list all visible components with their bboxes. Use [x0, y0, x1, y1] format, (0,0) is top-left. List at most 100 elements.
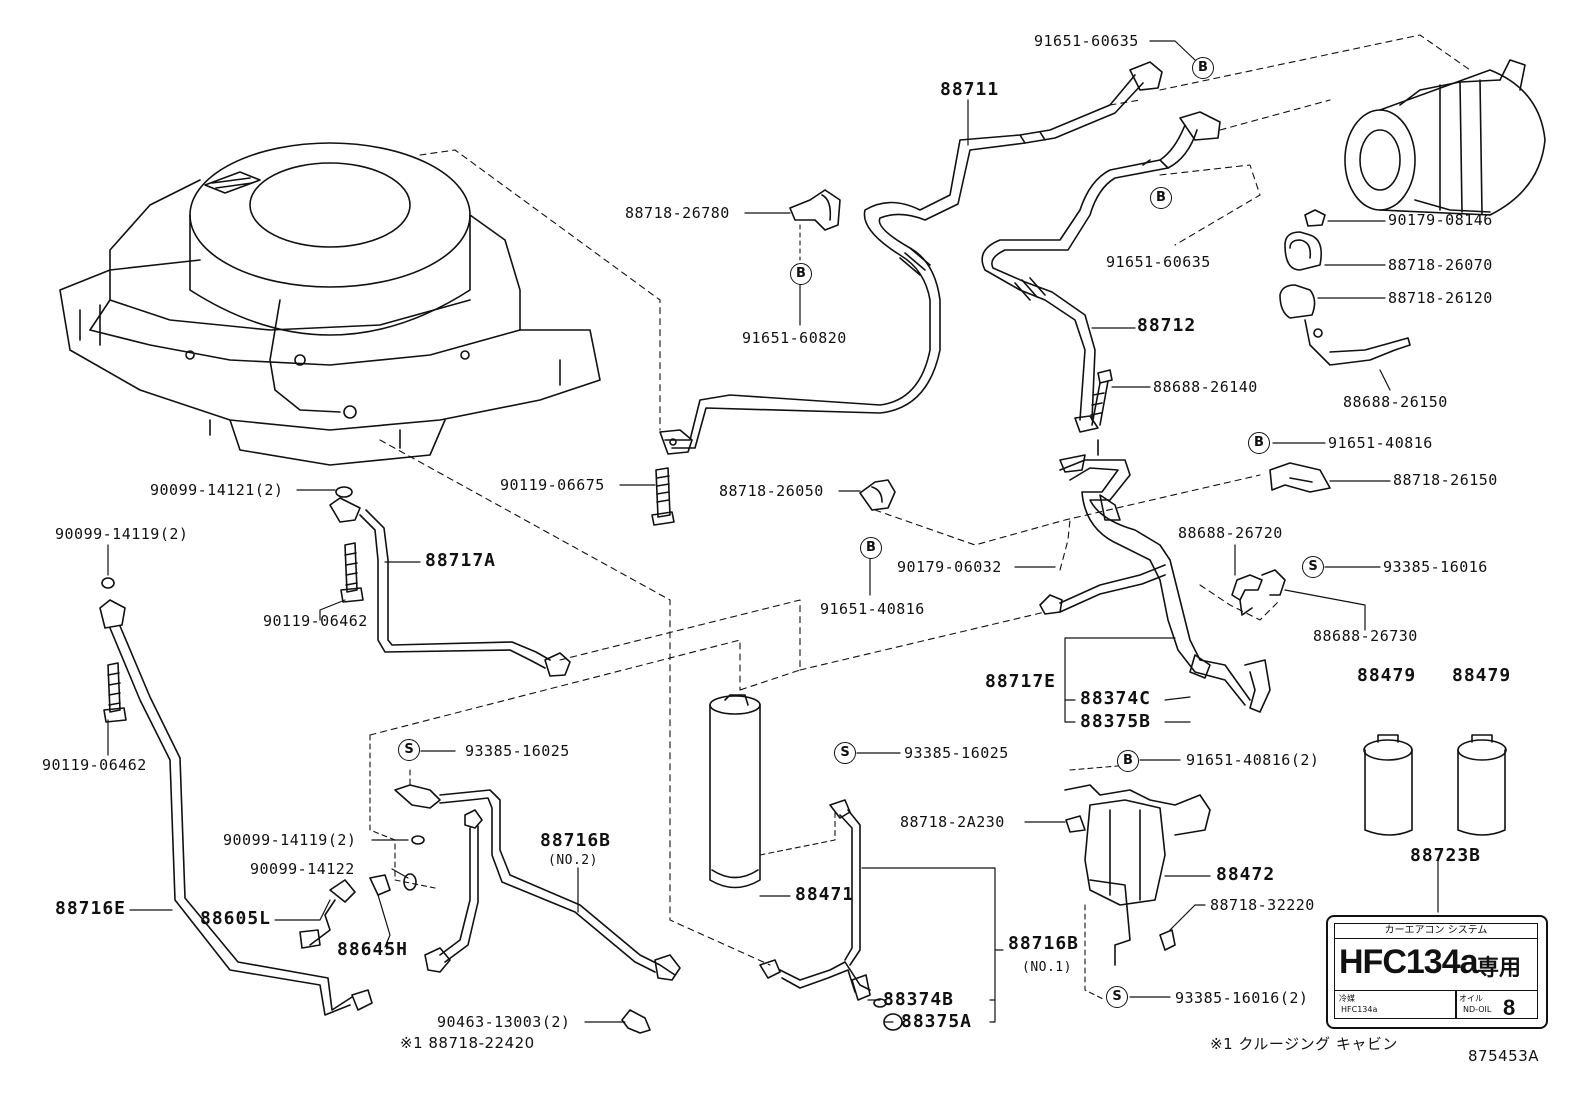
label-90099-14119-left: 90099-14119(2): [55, 525, 189, 543]
marker-s-16016-2: S: [1106, 986, 1128, 1008]
label-88605L: 88605L: [200, 908, 272, 929]
diagram-code: 875453A: [1468, 1047, 1540, 1065]
label-90179-08146: 90179-08146: [1388, 211, 1493, 229]
hose-88711: [659, 61, 1163, 455]
marker-b-60635: B: [1150, 187, 1172, 209]
sticker-exclusive: 専用: [1477, 956, 1522, 981]
valve-assembly: [1039, 439, 1271, 713]
label-88479-b: 88479: [1452, 665, 1512, 686]
bolt-90119-06462-a: [340, 542, 364, 603]
label-93385-16016: 93385-16016: [1383, 558, 1488, 576]
label-88645H: 88645H: [337, 939, 409, 960]
label-88718-32220: 88718-32220: [1210, 896, 1315, 914]
sticker-divider: [1455, 991, 1457, 1019]
sticker-oil-value: ND-OIL: [1463, 1005, 1492, 1014]
clamp-90463-13003: [621, 1009, 651, 1034]
bolt-88688-26140: [1090, 369, 1113, 426]
label-88718-26150: 88718-26150: [1393, 471, 1498, 489]
label-no2: (NO.2): [548, 853, 598, 868]
label-88479-a: 88479: [1357, 665, 1417, 686]
footnote-88718-22420: ※1 88718-22420: [400, 1034, 535, 1052]
hose-88712: [981, 111, 1221, 433]
o-rings: [101, 486, 425, 891]
label-90179-06032: 90179-06032: [897, 558, 1002, 576]
marker-b-26780: B: [790, 263, 812, 285]
label-91651-40816-right: 91651-40816: [1328, 434, 1433, 452]
label-88716B-no2: 88716B: [540, 830, 612, 851]
label-91651-40816-center: 91651-40816: [820, 600, 925, 618]
label-91651-40816-2: 91651-40816(2): [1186, 751, 1320, 769]
label-88718-2A230: 88718-2A230: [900, 813, 1005, 831]
marker-s-16025-left: S: [398, 739, 420, 761]
label-88375B: 88375B: [1080, 711, 1152, 732]
sticker-oil-number: 8: [1503, 995, 1516, 1020]
label-88374C: 88374C: [1080, 688, 1152, 709]
tube-88717A: [329, 497, 571, 677]
label-88717A: 88717A: [425, 550, 497, 571]
label-88688-26720: 88688-26720: [1178, 524, 1283, 542]
bolt-90119-06462-b: [103, 662, 127, 723]
sticker-refrigerant-value: HFC134a: [1341, 1005, 1378, 1014]
compressor: [1344, 59, 1546, 216]
label-90099-14121: 90099-14121(2): [150, 481, 284, 499]
marker-s-16025-center: S: [834, 742, 856, 764]
label-90099-14122: 90099-14122: [250, 860, 355, 878]
label-90463-13003: 90463-13003(2): [437, 1013, 571, 1031]
label-90119-06462-b: 90119-06462: [42, 756, 147, 774]
leader-lines: [107, 40, 1439, 1023]
marker-b-40816-2: B: [1117, 750, 1139, 772]
label-88718-26120: 88718-26120: [1388, 289, 1493, 307]
evaporator-dashed-leaders: [379, 149, 771, 966]
label-91651-60635-mid: 91651-60635: [1106, 253, 1211, 271]
label-90119-06462-a: 90119-06462: [263, 612, 368, 630]
label-88374B: 88374B: [883, 989, 955, 1010]
bolt-90119-06675: [651, 467, 675, 526]
compressor-dashed-leaders: [1109, 34, 1471, 246]
label-88688-26140: 88688-26140: [1153, 378, 1258, 396]
label-88718-26050: 88718-26050: [719, 482, 824, 500]
label-90119-06675: 90119-06675: [500, 476, 605, 494]
label-90099-14119-center: 90099-14119(2): [223, 831, 357, 849]
label-88471: 88471: [795, 884, 855, 905]
can-88479-a: [1363, 734, 1413, 836]
sticker-footer: 冷媒 HFC134a オイル ND-OIL 8: [1335, 990, 1537, 1020]
label-91651-60820: 91651-60820: [742, 329, 847, 347]
label-88717E: 88717E: [985, 671, 1057, 692]
drier-dashed-leaders: [759, 809, 836, 856]
label-no1: (NO.1): [1022, 960, 1072, 975]
sticker-oil-label: オイル: [1459, 994, 1483, 1003]
footnote-cruising-cabin: ※1 クルージング キャビン: [1210, 1035, 1398, 1053]
label-88375A: 88375A: [901, 1011, 973, 1032]
label-88718-26780: 88718-26780: [625, 204, 730, 222]
label-88716B-no1: 88716B: [1008, 933, 1080, 954]
label-93385-16025-center: 93385-16025: [904, 744, 1009, 762]
clamp-88718-26050: [859, 479, 896, 511]
receiver-drier-88471: [709, 694, 761, 889]
sticker-header: カーエアコン システム: [1335, 924, 1537, 939]
clamp-88718-26780: [789, 189, 841, 261]
evaporator-unit: [59, 142, 601, 466]
caution-label-88723B: カーエアコン システム HFC134a 専用 冷媒 HFC134a オイル ND…: [1326, 915, 1548, 1029]
label-88472: 88472: [1216, 864, 1276, 885]
label-91651-60635-top: 91651-60635: [1034, 32, 1139, 50]
label-88688-26730: 88688-26730: [1313, 627, 1418, 645]
marker-b-40816-right: B: [1248, 432, 1270, 454]
tube-88716B-no1: [759, 799, 903, 1031]
center-dashed-leaders: [369, 474, 1281, 736]
sticker-refrigerant-title: HFC134a: [1339, 943, 1479, 981]
brackets-88688-26720-26730: [1231, 569, 1286, 616]
label-88688-26150: 88688-26150: [1343, 393, 1448, 411]
tube-88716E: [99, 599, 373, 1016]
label-88711: 88711: [940, 79, 1000, 100]
bracket-88472: [1064, 784, 1211, 966]
label-88718-26070: 88718-26070: [1388, 256, 1493, 274]
can-88479-b: [1457, 734, 1507, 836]
label-88712: 88712: [1137, 315, 1197, 336]
sticker-refrigerant-label: 冷媒: [1339, 994, 1355, 1003]
marker-b-top: B: [1192, 57, 1214, 79]
label-88716E: 88716E: [55, 898, 127, 919]
label-93385-16025-left: 93385-16025: [465, 742, 570, 760]
label-93385-16016-2: 93385-16016(2): [1175, 989, 1309, 1007]
